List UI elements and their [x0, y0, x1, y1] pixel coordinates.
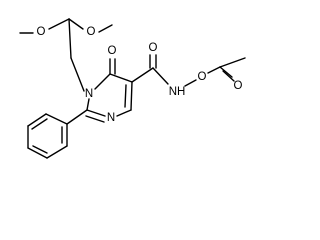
bond-carbonyl-nh	[152, 67, 169, 85]
atom-o-methoxy-left: O	[37, 26, 46, 38]
bond-o-acetal-left	[48, 18, 70, 30]
phenyl-ring	[27, 109, 88, 159]
bond-c5-c4	[130, 81, 133, 111]
bond-ph-2-inner	[31, 118, 48, 130]
bond-o-acetyl-c	[207, 66, 221, 74]
bond-c2-phenyl	[66, 109, 88, 125]
atom-nh-amide: NH	[169, 86, 186, 98]
atom-o-acetyl: O	[234, 80, 243, 92]
bond-acetal-ch2	[68, 18, 72, 59]
atom-n1: N	[85, 88, 93, 100]
bond-c4-n3	[116, 109, 132, 117]
atom-o-ketone: O	[108, 45, 117, 57]
structure-svg: O O N N O O NH O O	[19, 18, 246, 159]
atom-o-methoxy-right: O	[87, 26, 96, 38]
atom-o-hydroxamate: O	[198, 71, 207, 83]
bond-acetal-o-right	[68, 18, 84, 30]
bond-n1-c6	[94, 73, 111, 90]
bond-methyl-right	[98, 24, 113, 33]
bond-c6-c5	[109, 73, 133, 83]
bond-ch2-n1	[70, 57, 85, 92]
molecule-diagram: O O N N O O NH O O	[19, 18, 246, 159]
bond-n3-c2	[86, 109, 106, 117]
bond-c5-carbonyl	[131, 67, 154, 83]
bond-ph-2	[27, 113, 47, 127]
bond-c5-c4-double	[124, 84, 127, 108]
bond-ph-1	[45, 113, 68, 125]
atom-o-amide: O	[149, 42, 158, 54]
bond-ph-4	[27, 147, 48, 159]
hydroxamate-chain	[131, 54, 246, 87]
atom-labels: O O N N O O NH O O	[37, 26, 243, 124]
bond-n3-c2-double	[85, 115, 105, 123]
bond-acetyl-c-o-double	[222, 70, 235, 82]
bond-nh-o	[184, 79, 197, 87]
bond-ph-5	[46, 145, 68, 159]
bond-c2-n1	[86, 98, 90, 111]
atom-n3: N	[107, 112, 115, 124]
dimethoxyethyl-bonds	[19, 18, 113, 92]
bond-acetyl-c-o	[219, 66, 233, 78]
bond-acetyl-methyl	[219, 57, 246, 68]
bond-ph-4-inner	[32, 145, 48, 154]
pyrimidinone-ring	[85, 58, 133, 123]
